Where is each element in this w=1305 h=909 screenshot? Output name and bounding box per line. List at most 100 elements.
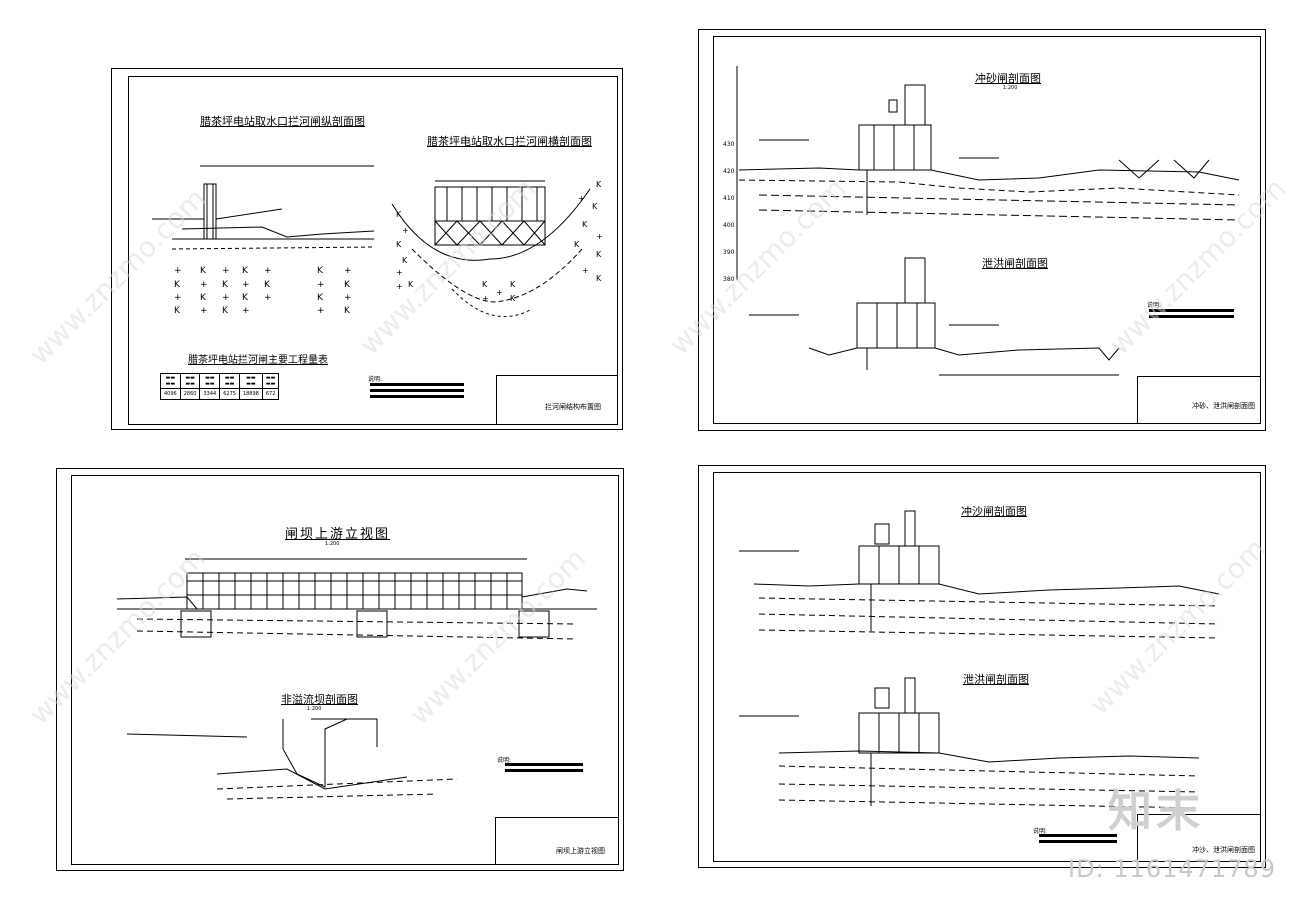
drawing-sheet-upstream-elevation: 闸坝上游立视图 1:200 非溢流坝剖面图 1:200 <box>56 468 624 871</box>
svg-text:+: + <box>242 306 250 316</box>
notes-label: 说明: <box>1033 828 1048 835</box>
table-header-cell: ▬▬▬▬ <box>199 373 221 389</box>
svg-text:K: K <box>396 210 402 219</box>
drawing-sheet-sluice-sections-2: 冲沙闸剖面图 泄洪闸剖面图 说明: 冲沙、泄洪闸 <box>698 465 1266 868</box>
notes-text-bar <box>370 383 464 386</box>
sheet-inner-frame <box>713 472 1261 862</box>
table-cell: 3344 <box>199 388 221 400</box>
svg-text:K: K <box>317 266 324 276</box>
svg-text:K: K <box>596 180 602 189</box>
svg-text:K: K <box>408 280 414 289</box>
svg-text:+: + <box>482 294 489 303</box>
title-block: 闸坝上游立视图 <box>495 817 619 865</box>
svg-text:K: K <box>174 280 181 290</box>
svg-text:+: + <box>578 194 585 203</box>
svg-text:+: + <box>317 306 325 316</box>
svg-text:K: K <box>222 306 229 316</box>
title-block-name: 闸坝上游立视图 <box>556 847 605 855</box>
svg-text:+: + <box>222 266 230 276</box>
svg-text:K: K <box>200 293 207 303</box>
svg-text:+: + <box>200 280 208 290</box>
svg-text:K: K <box>242 266 249 276</box>
title-block: 冲沙、泄洪闸剖面图 <box>1137 814 1261 862</box>
notes-text-bar <box>505 769 583 772</box>
notes-label: 说明: <box>1147 302 1162 309</box>
svg-text:K: K <box>344 280 351 290</box>
title-quantity-table: 腊茶坪电站拦河闸主要工程量表 <box>188 355 328 366</box>
title-block-name: 拦河闸结构布置图 <box>545 403 601 411</box>
title-upstream-elevation: 闸坝上游立视图 <box>285 527 391 542</box>
title-block: 冲砂、泄洪闸剖面图 <box>1137 376 1261 424</box>
notes-text-bar <box>370 389 464 392</box>
svg-text:+: + <box>174 293 182 303</box>
table-row: 4096 2860 3344 6275 18898 672 <box>160 388 280 400</box>
title-block-name: 冲砂、泄洪闸剖面图 <box>1192 402 1255 410</box>
svg-text:K: K <box>596 274 602 283</box>
document-id: ID: 1161471789 <box>1068 855 1276 883</box>
svg-text:K: K <box>510 294 516 303</box>
elevation-tick: 380 <box>723 276 735 283</box>
scale-sand-flush-section: 1:200 <box>1003 85 1018 91</box>
svg-text:+: + <box>200 306 208 316</box>
svg-text:K: K <box>344 306 351 316</box>
svg-text:K: K <box>222 280 229 290</box>
svg-text:K: K <box>596 250 602 259</box>
notes-label: 说明: <box>368 376 383 383</box>
svg-text:+: + <box>396 268 403 277</box>
svg-text:+: + <box>596 232 603 241</box>
notes-text-bar <box>1039 834 1117 837</box>
title-non-overflow-dam-section: 非溢流坝剖面图 <box>281 693 358 706</box>
table-cell: 2860 <box>179 388 201 400</box>
svg-text:+: + <box>264 266 272 276</box>
svg-text:K: K <box>264 280 271 290</box>
longitudinal-section-drawing: +K+K+K+ K+K+K+K +K+K+K+ K+K++K K+KK+KK+K… <box>152 165 603 317</box>
notes-text-bar <box>1039 840 1117 843</box>
sheet-inner-frame <box>713 36 1261 424</box>
title-longitudinal-section: 腊茶坪电站取水口拦河闸纵剖面图 <box>200 115 365 128</box>
svg-text:+: + <box>344 266 352 276</box>
drawing-sheet-structure-layout: 腊茶坪电站取水口拦河闸纵剖面图 腊茶坪电站取水口拦河闸横剖面图 +K+K+K+ … <box>111 68 623 430</box>
svg-text:K: K <box>482 280 488 289</box>
table-cell: 18898 <box>238 388 263 400</box>
svg-text:+: + <box>582 266 589 275</box>
svg-text:K: K <box>582 220 588 229</box>
notes-text-bar <box>1149 309 1234 312</box>
svg-text:K: K <box>510 280 516 289</box>
title-cross-section: 腊茶坪电站取水口拦河闸横剖面图 <box>427 135 592 148</box>
drawing-sheet-sluice-sections: 冲砂闸剖面图 1:200 泄洪闸剖面图 430 420 410 400 390 … <box>698 29 1266 431</box>
table-cell: 4096 <box>160 388 181 400</box>
svg-text:K: K <box>592 202 598 211</box>
svg-text:+: + <box>396 282 403 291</box>
sheet-inner-frame <box>71 475 619 865</box>
svg-text:K: K <box>317 293 324 303</box>
sheet-inner-frame <box>128 76 618 425</box>
svg-text:K: K <box>174 306 181 316</box>
svg-text:+: + <box>317 280 325 290</box>
svg-text:+: + <box>344 293 352 303</box>
title-block: 拦河闸结构布置图 <box>496 375 618 425</box>
title-flood-discharge-section: 泄洪闸剖面图 <box>963 673 1029 686</box>
brand-logo: 知末 <box>1108 786 1204 837</box>
elevation-tick: 410 <box>723 195 735 202</box>
quantity-table: ▬▬▬▬ ▬▬▬▬ ▬▬▬▬ ▬▬▬▬ ▬▬▬▬ ▬▬▬▬ 4096 2860 … <box>160 373 280 400</box>
elevation-tick: 420 <box>723 168 735 175</box>
notes-text-bar <box>1149 315 1234 318</box>
table-header-cell: ▬▬▬▬ <box>219 373 240 389</box>
notes-text-bar <box>370 395 464 398</box>
sluice-sections-drawing <box>736 66 1240 376</box>
svg-text:K: K <box>574 240 580 249</box>
upstream-elevation-drawing <box>116 558 597 800</box>
elevation-tick: 400 <box>723 222 735 229</box>
title-sand-flush-section: 冲砂闸剖面图 <box>975 72 1041 85</box>
title-sand-flush-section: 冲沙闸剖面图 <box>961 505 1027 518</box>
table-header-cell: ▬▬▬▬ <box>238 373 263 389</box>
title-block-name: 冲沙、泄洪闸剖面图 <box>1192 846 1255 854</box>
title-flood-discharge-section: 泄洪闸剖面图 <box>982 257 1048 270</box>
table-cell: 672 <box>261 388 280 400</box>
svg-text:K: K <box>396 240 402 249</box>
svg-text:K: K <box>200 266 207 276</box>
svg-text:K: K <box>242 293 249 303</box>
sluice-sections-2-drawing <box>739 510 1220 809</box>
svg-text:+: + <box>174 266 182 276</box>
svg-text:+: + <box>496 288 503 297</box>
